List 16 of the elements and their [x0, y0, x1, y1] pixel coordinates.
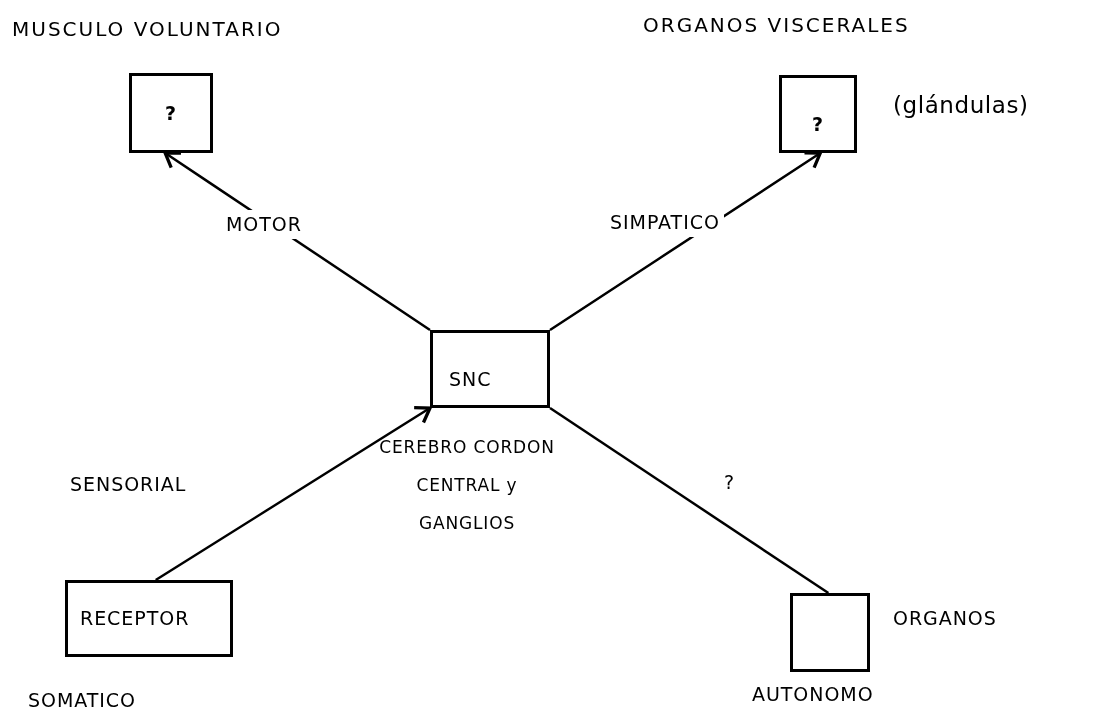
process-box: ? [779, 75, 857, 153]
node-caption: (glándulas) [893, 91, 1030, 120]
arrow [155, 405, 432, 582]
empty-box [790, 593, 870, 672]
edge-label: SENSORIAL [69, 472, 188, 497]
process-box: SNC [430, 330, 550, 408]
node-caption: ORGANOS [893, 606, 998, 631]
process-box: RECEPTOR [65, 580, 233, 657]
edge-label: ? [723, 470, 737, 495]
node-caption: AUTONOMO [752, 682, 875, 707]
node-heading: MUSCULO VOLUNTARIO [12, 16, 283, 43]
node-caption: CEREBRO CORDON CENTRAL y GANGLIOS [378, 436, 556, 535]
arrow [549, 151, 822, 332]
node-heading: ORGANOS VISCERALES [643, 12, 910, 39]
node-caption: SOMATICO [28, 688, 137, 713]
process-box: ? [129, 73, 213, 153]
